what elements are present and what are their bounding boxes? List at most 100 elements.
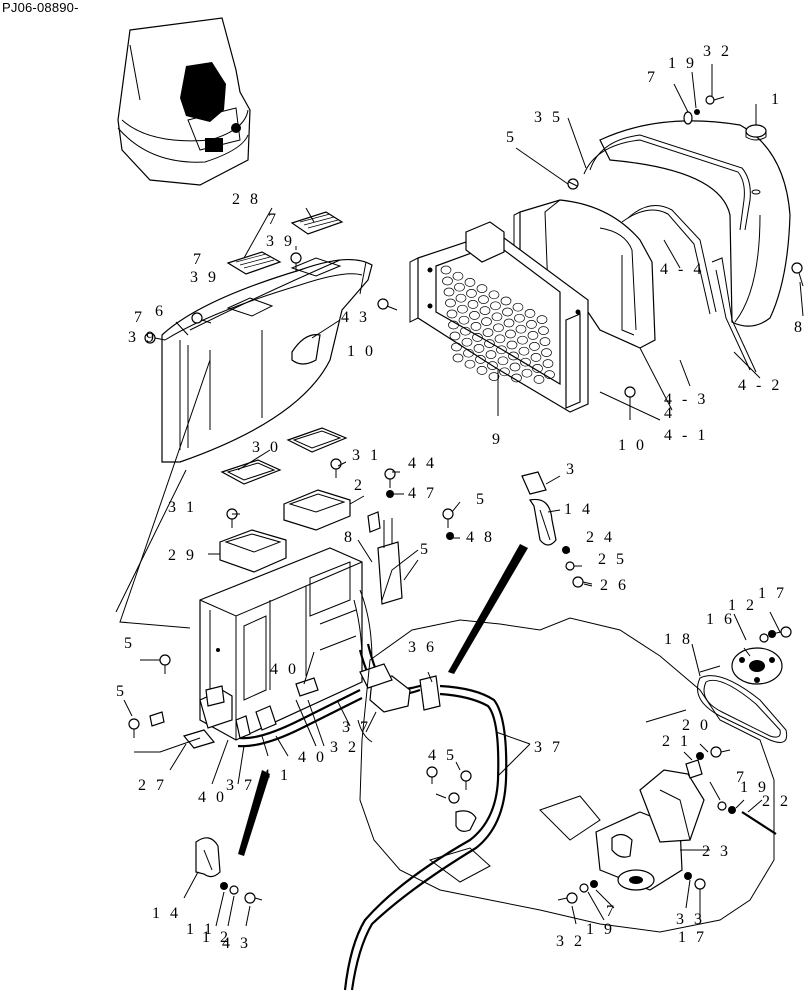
grille-hole bbox=[539, 337, 551, 346]
grille-hole bbox=[452, 271, 464, 281]
grille-hole bbox=[464, 278, 476, 287]
callout-9: 9 bbox=[492, 431, 503, 448]
grille-hole bbox=[524, 309, 536, 318]
grille-hole bbox=[472, 333, 483, 342]
grille-hole bbox=[442, 276, 453, 286]
callout-24: 2 4 bbox=[586, 529, 615, 546]
callout-19: 1 9 bbox=[668, 55, 697, 72]
hoses-part-36-37 bbox=[343, 643, 508, 991]
callout-17b: 1 7 bbox=[678, 929, 707, 946]
grille-hole bbox=[530, 353, 542, 362]
leader-lines bbox=[115, 64, 804, 927]
duct-adapters bbox=[219, 489, 351, 573]
grille-hole bbox=[476, 366, 488, 375]
grille-hole bbox=[482, 328, 494, 337]
grille-hole bbox=[455, 293, 467, 303]
grille-hole bbox=[493, 323, 504, 333]
grille-hole bbox=[485, 350, 497, 359]
hood-cover-part-1 bbox=[599, 120, 791, 327]
callout-8b: 8 bbox=[344, 529, 355, 546]
compressor-bracket-part-23 bbox=[595, 759, 705, 891]
callout-7c: 7 bbox=[193, 251, 204, 268]
grille-hole bbox=[451, 342, 462, 352]
callout-labels: 1 3 5 7 1 9 3 2 5 2 8 7 3 9 7 3 9 7 6 3 … bbox=[116, 43, 805, 952]
grille-hole bbox=[478, 295, 489, 304]
grille-hole bbox=[515, 324, 527, 334]
grille-hole bbox=[512, 302, 524, 312]
bolts-top-right bbox=[377, 95, 804, 406]
callout-6: 6 bbox=[155, 303, 166, 320]
callout-36: 3 6 bbox=[408, 639, 437, 656]
callout-4-2: 4 - 2 bbox=[738, 377, 782, 394]
callout-8: 8 bbox=[794, 319, 805, 336]
callout-32: 3 2 bbox=[703, 43, 732, 60]
seal-strip-part-42 bbox=[711, 257, 757, 373]
grille-panel-part-9 bbox=[409, 221, 589, 413]
callout-4-4: 4 - 4 bbox=[660, 261, 704, 278]
cab-thumbnail bbox=[117, 17, 251, 186]
grille-hole bbox=[476, 284, 488, 293]
grille-hole bbox=[490, 301, 501, 311]
callout-32c: 3 2 bbox=[556, 933, 585, 950]
grille-hole bbox=[470, 322, 482, 331]
grille-hole bbox=[511, 373, 522, 383]
callout-7: 7 bbox=[647, 69, 658, 86]
callout-37: 3 7 bbox=[342, 719, 371, 736]
callout-29: 2 9 bbox=[168, 547, 197, 564]
grille-hole bbox=[497, 356, 509, 366]
callout-7f: 7 bbox=[606, 903, 617, 920]
grille-hole bbox=[464, 359, 476, 369]
grille-hole bbox=[440, 265, 452, 275]
grille-hole bbox=[514, 313, 525, 323]
grille-hole bbox=[469, 311, 480, 320]
callout-32b: 3 2 bbox=[330, 739, 359, 756]
grille-hole bbox=[488, 290, 500, 300]
callout-12b: 1 2 bbox=[202, 929, 231, 946]
grille-hole bbox=[454, 282, 465, 292]
belt-part-18 bbox=[697, 675, 788, 743]
callout-4-3: 4 - 3 bbox=[664, 391, 708, 408]
callout-39c: 3 9 bbox=[128, 329, 157, 346]
callout-19c: 1 9 bbox=[586, 921, 615, 938]
grille-hole bbox=[526, 320, 537, 329]
grille-hole bbox=[487, 361, 498, 370]
grille-hole bbox=[460, 326, 471, 336]
engine-block-outline bbox=[359, 617, 775, 933]
grille-hole bbox=[544, 370, 555, 379]
clamp-part-14-bottom bbox=[195, 837, 263, 904]
callout-14b: 1 4 bbox=[152, 905, 181, 922]
callout-41: 4 1 bbox=[262, 767, 291, 784]
callout-4: 4 bbox=[664, 405, 675, 422]
callout-5c: 5 bbox=[420, 541, 431, 558]
grille-hole bbox=[479, 306, 491, 315]
callout-7e: 7 bbox=[736, 769, 747, 786]
callout-35: 3 5 bbox=[534, 109, 563, 126]
callout-30: 3 0 bbox=[252, 439, 281, 456]
grille-hole bbox=[448, 320, 459, 330]
grille-hole bbox=[542, 359, 554, 368]
grille-hole bbox=[506, 340, 518, 350]
grille-hole bbox=[473, 344, 485, 353]
callout-47: 4 7 bbox=[408, 485, 437, 502]
grille-hole bbox=[481, 317, 492, 326]
grille-hole bbox=[518, 346, 530, 356]
bolts-near-unit bbox=[128, 654, 171, 738]
grille-hole bbox=[529, 342, 540, 351]
callout-5e: 5 bbox=[116, 683, 127, 700]
grille-hole bbox=[463, 348, 474, 358]
grille-hole bbox=[508, 351, 519, 361]
callout-7d: 7 bbox=[134, 309, 145, 326]
grille-hole bbox=[496, 345, 507, 355]
grille-hole bbox=[494, 334, 506, 344]
grille-hole bbox=[527, 331, 539, 340]
seal-strip-part-35 bbox=[583, 134, 751, 231]
grille-hole bbox=[461, 337, 473, 347]
grille-hole bbox=[517, 335, 528, 345]
grille-hole bbox=[505, 329, 516, 339]
grille-hole bbox=[502, 307, 513, 317]
callout-23: 2 3 bbox=[702, 843, 731, 860]
grille-hole bbox=[458, 315, 470, 325]
callout-21: 2 1 bbox=[662, 733, 691, 750]
grille-hole bbox=[449, 331, 461, 341]
callout-22: 2 2 bbox=[762, 793, 791, 810]
